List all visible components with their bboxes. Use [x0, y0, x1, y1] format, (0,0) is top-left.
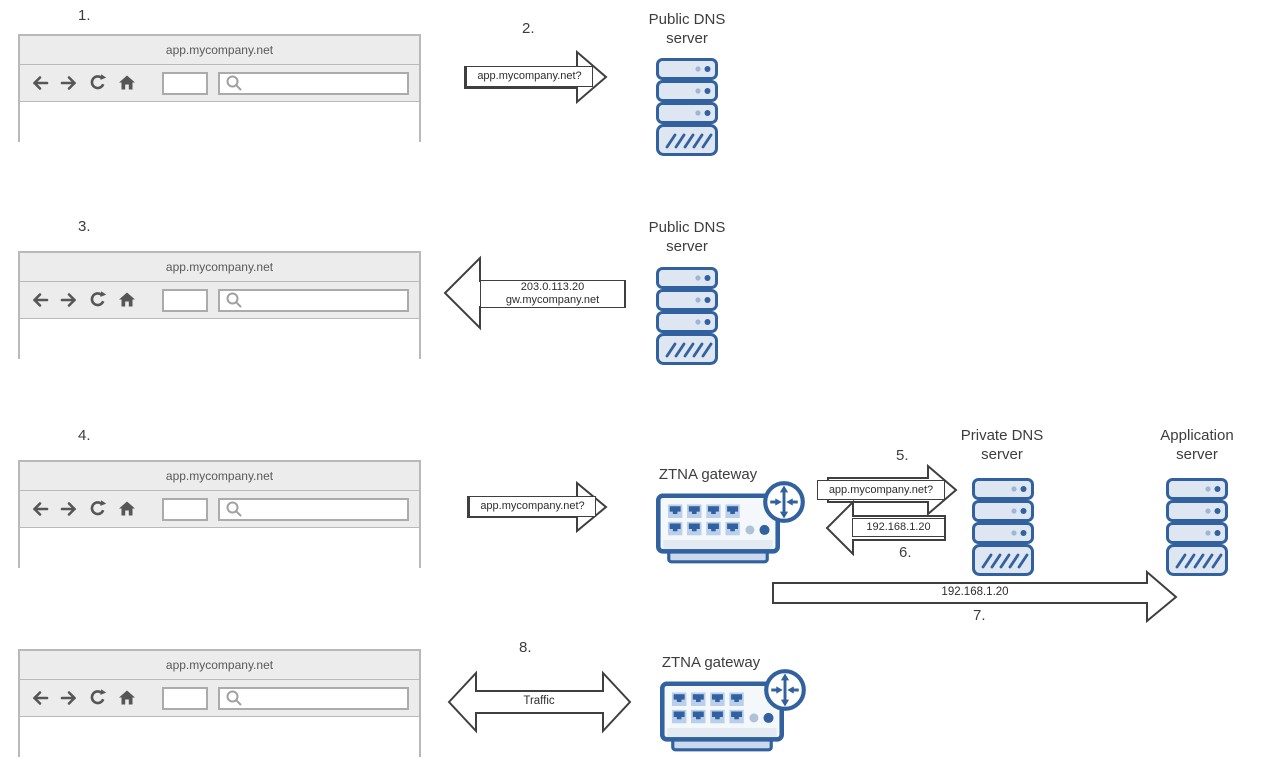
- step-number-1: 1.: [78, 7, 91, 24]
- browser-url-text: app.mycompany.net: [165, 658, 274, 672]
- browser-toolbar: [20, 282, 419, 319]
- zoom-box[interactable]: [162, 71, 208, 95]
- search-icon: [224, 499, 244, 519]
- private-dns-server-icon: [971, 477, 1035, 577]
- browser-content-area: [20, 528, 419, 568]
- arrow-label-step3: 203.0.113.20 gw.mycompany.net: [480, 280, 625, 308]
- reload-icon[interactable]: [88, 688, 108, 708]
- step-number-3: 3.: [78, 218, 91, 235]
- zoom-box[interactable]: [162, 497, 208, 521]
- browser-window-step3: app.mycompany.net: [18, 251, 421, 359]
- zoom-box[interactable]: [162, 288, 208, 312]
- arrow-label-step8: Traffic: [523, 695, 555, 707]
- search-icon: [224, 73, 244, 93]
- caption-ztna-gateway-2: ZTNA gateway: [661, 654, 761, 671]
- application-server-icon: [1165, 477, 1229, 577]
- forward-icon[interactable]: [59, 73, 79, 93]
- browser-window-step1: app.mycompany.net: [18, 34, 421, 142]
- search-input[interactable]: [218, 497, 409, 521]
- public-dns-server-icon-2: [655, 266, 719, 366]
- caption-application-server: Application server: [1160, 427, 1234, 463]
- browser-url-text: app.mycompany.net: [165, 260, 274, 274]
- home-icon[interactable]: [117, 499, 137, 519]
- public-dns-server-icon-1: [655, 57, 719, 157]
- caption-public-dns-server-2: Public DNS server: [648, 219, 726, 255]
- router-badge-icon-1: [762, 480, 806, 524]
- browser-window-step4: app.mycompany.net: [18, 460, 421, 568]
- back-icon[interactable]: [30, 499, 50, 519]
- caption-private-dns-server: Private DNS server: [960, 427, 1044, 463]
- step-number-2: 2.: [522, 20, 535, 37]
- search-input[interactable]: [218, 288, 409, 312]
- step-number-5: 5.: [896, 447, 909, 464]
- step-number-8: 8.: [519, 639, 532, 656]
- arrow-label-step5: app.mycompany.net?: [817, 480, 945, 500]
- forward-icon[interactable]: [59, 499, 79, 519]
- arrow-label-step7: 192.168.1.20: [941, 586, 1009, 598]
- caption-ztna-gateway-1: ZTNA gateway: [658, 466, 758, 483]
- search-input[interactable]: [218, 686, 409, 710]
- search-icon: [224, 688, 244, 708]
- browser-window-step8: app.mycompany.net: [18, 649, 421, 757]
- arrow-label-step2: app.mycompany.net?: [466, 66, 593, 87]
- browser-titlebar: app.mycompany.net: [20, 36, 419, 65]
- browser-content-area: [20, 717, 419, 757]
- back-icon[interactable]: [30, 290, 50, 310]
- arrow-step7-forward-application-server: [772, 569, 1178, 624]
- step-number-6: 6.: [899, 544, 912, 561]
- search-icon: [224, 290, 244, 310]
- browser-url-text: app.mycompany.net: [165, 469, 274, 483]
- arrow-step8-traffic-bidirectional: [447, 670, 632, 734]
- zoom-box[interactable]: [162, 686, 208, 710]
- browser-toolbar: [20, 65, 419, 102]
- reload-icon[interactable]: [88, 499, 108, 519]
- home-icon[interactable]: [117, 688, 137, 708]
- back-icon[interactable]: [30, 73, 50, 93]
- reload-icon[interactable]: [88, 290, 108, 310]
- arrow-label-step6: 192.168.1.20: [852, 518, 945, 537]
- browser-content-area: [20, 102, 419, 142]
- step-number-7: 7.: [973, 607, 986, 624]
- forward-icon[interactable]: [59, 688, 79, 708]
- home-icon[interactable]: [117, 290, 137, 310]
- browser-content-area: [20, 319, 419, 359]
- arrow-label-step4: app.mycompany.net?: [469, 496, 596, 517]
- browser-titlebar: app.mycompany.net: [20, 253, 419, 282]
- browser-toolbar: [20, 491, 419, 528]
- browser-toolbar: [20, 680, 419, 717]
- browser-titlebar: app.mycompany.net: [20, 651, 419, 680]
- caption-public-dns-server-1: Public DNS server: [648, 11, 726, 47]
- reload-icon[interactable]: [88, 73, 108, 93]
- router-badge-icon-2: [763, 668, 807, 712]
- browser-url-text: app.mycompany.net: [165, 43, 274, 57]
- forward-icon[interactable]: [59, 290, 79, 310]
- back-icon[interactable]: [30, 688, 50, 708]
- step-number-4: 4.: [78, 427, 91, 444]
- browser-titlebar: app.mycompany.net: [20, 462, 419, 491]
- search-input[interactable]: [218, 71, 409, 95]
- home-icon[interactable]: [117, 73, 137, 93]
